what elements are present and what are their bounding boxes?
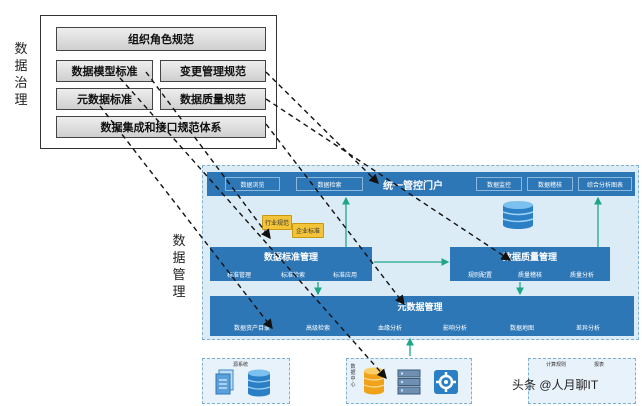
integration-box: 数据集成和接口规范体系 xyxy=(56,116,266,138)
meta-sub-adv-search: 高级检索 xyxy=(305,326,330,332)
quality-sub-analysis: 质量分析 xyxy=(569,273,594,279)
calc-report-box xyxy=(528,358,636,404)
portal-bar xyxy=(207,172,635,196)
portal-title: 统一管控门户 xyxy=(383,180,443,192)
arrow-integration-to-meta xyxy=(265,123,405,306)
data-center-label: 数据中心 xyxy=(350,364,356,388)
calc-rule-label: 计算规则 xyxy=(546,362,567,368)
change-mgmt-box: 变更管理规范 xyxy=(160,60,266,82)
server-icon xyxy=(397,369,421,395)
industry-spec-folder: 行业规范 xyxy=(262,215,292,230)
database-icon xyxy=(502,201,534,229)
meta-mgmt-title: 元数据管理 xyxy=(397,301,443,312)
quality-mgmt-bar xyxy=(450,247,610,281)
meta-sub-catalog: 数据资产目录 xyxy=(233,326,270,332)
enterprise-std-folder: 企业标准 xyxy=(292,223,324,238)
watermark: 头条 @人月聊IT xyxy=(512,378,599,392)
data-quality-box: 数据质量规范 xyxy=(160,88,266,110)
org-roles-box: 组织角色规范 xyxy=(56,27,266,51)
governance-side-label: 数据治理 xyxy=(14,41,28,107)
meta-sub-diff: 差异分析 xyxy=(575,326,600,332)
arrow-quality-to-quality-mgmt xyxy=(265,98,512,261)
portal-chip-search: 数据检索 xyxy=(296,177,363,191)
settings-icon xyxy=(434,370,458,394)
arrow-change-to-portal xyxy=(265,71,379,184)
std-sub-apply: 标准应用 xyxy=(332,273,357,279)
quality-mgmt-title: 数据质量管理 xyxy=(502,251,557,262)
meta-sub-lineage: 血缘分析 xyxy=(377,326,402,332)
std-mgmt-title: 数据标准管理 xyxy=(263,251,318,262)
portal-chip-monitor: 数据监控 xyxy=(476,177,522,191)
meta-mgmt-bar xyxy=(210,296,634,336)
metadata-std-box: 元数据标准 xyxy=(56,88,153,110)
portal-chip-audit: 数据稽核 xyxy=(527,177,573,191)
meta-sub-map: 数据地图 xyxy=(509,326,534,332)
std-sub-manage: 标准管理 xyxy=(226,273,251,279)
source-system-label: 源系统 xyxy=(233,362,249,368)
arrow-model-to-std xyxy=(145,71,271,240)
quality-sub-rules: 规则配置 xyxy=(467,273,492,279)
std-mgmt-bar xyxy=(210,247,372,281)
arrow-model-to-center xyxy=(119,77,387,380)
portal-chip-browse: 数据浏览 xyxy=(225,177,280,191)
arrow-metadata-to-meta xyxy=(99,105,273,330)
portal-chip-charts: 综合分析图表 xyxy=(578,177,632,191)
std-sub-search: 标准检索 xyxy=(280,273,305,279)
quality-sub-audit: 质量稽核 xyxy=(517,273,542,279)
source-database-icon xyxy=(247,369,271,397)
data-model-box: 数据模型标准 xyxy=(56,60,153,82)
report-label: 报表 xyxy=(594,362,605,368)
document-icon xyxy=(215,369,234,395)
meta-sub-impact: 影响分析 xyxy=(442,326,467,332)
management-side-label: 数据管理 xyxy=(172,233,186,299)
